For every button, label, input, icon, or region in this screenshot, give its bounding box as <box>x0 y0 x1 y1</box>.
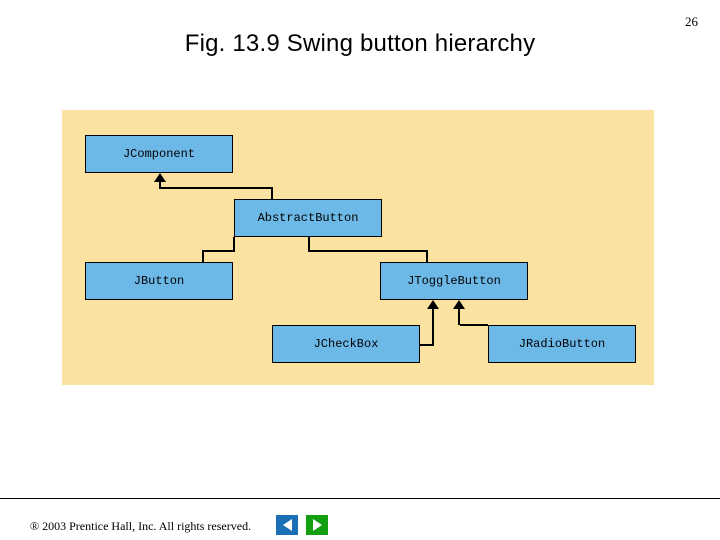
edge-jtogglebutton-abstractbutton-vertical-up <box>308 237 310 251</box>
copyright-text: ® 2003 Prentice Hall, Inc. All rights re… <box>30 519 252 533</box>
page-title: Fig. 13.9 Swing button hierarchy <box>184 30 536 57</box>
edge-jbutton-abstractbutton-horizontal <box>202 250 235 252</box>
edge-jcheckbox-jtogglebutton-horizontal <box>420 344 434 346</box>
edge-jtogglebutton-abstractbutton-horizontal <box>308 250 428 252</box>
footer-divider <box>0 498 720 499</box>
arrow-to-jcomponent-icon <box>154 173 166 182</box>
edge-abstractbutton-jcomponent-horizontal <box>159 187 273 189</box>
edge-abstractbutton-jcomponent-vertical-down <box>271 187 273 199</box>
slide-number: 26 <box>685 14 698 29</box>
next-slide-button[interactable] <box>306 515 328 535</box>
edge-jradiobutton-jtogglebutton-vertical <box>458 309 460 325</box>
triangle-right-icon <box>312 519 322 531</box>
node-jradiobutton-label: JRadioButton <box>518 337 606 351</box>
node-abstractbutton: AbstractButton <box>234 199 382 237</box>
node-jcomponent-label: JComponent <box>122 147 195 161</box>
node-jcheckbox-label: JCheckBox <box>313 337 379 351</box>
node-abstractbutton-label: AbstractButton <box>257 211 359 225</box>
arrow-to-jtogglebutton-right-icon <box>453 300 465 309</box>
edge-jradiobutton-jtogglebutton-horizontal <box>460 324 488 326</box>
node-jbutton: JButton <box>85 262 233 300</box>
node-jtogglebutton: JToggleButton <box>380 262 528 300</box>
node-jbutton-label: JButton <box>133 274 185 288</box>
node-jcheckbox: JCheckBox <box>272 325 420 363</box>
triangle-left-icon <box>282 519 292 531</box>
node-jtogglebutton-label: JToggleButton <box>407 274 501 288</box>
node-jcomponent: JComponent <box>85 135 233 173</box>
edge-jbutton-abstractbutton-vertical-up <box>233 237 235 251</box>
node-jradiobutton: JRadioButton <box>488 325 636 363</box>
edge-jtogglebutton-abstractbutton-vertical-down <box>426 250 428 262</box>
arrow-to-jtogglebutton-left-icon <box>427 300 439 309</box>
edge-jbutton-abstractbutton-vertical-down <box>202 250 204 262</box>
diagram-panel: JComponent AbstractButton JButton JToggl… <box>62 110 654 385</box>
edge-jcheckbox-jtogglebutton-vertical <box>432 309 434 345</box>
previous-slide-button[interactable] <box>276 515 298 535</box>
edge-abstractbutton-jcomponent-vertical-up <box>159 182 161 188</box>
